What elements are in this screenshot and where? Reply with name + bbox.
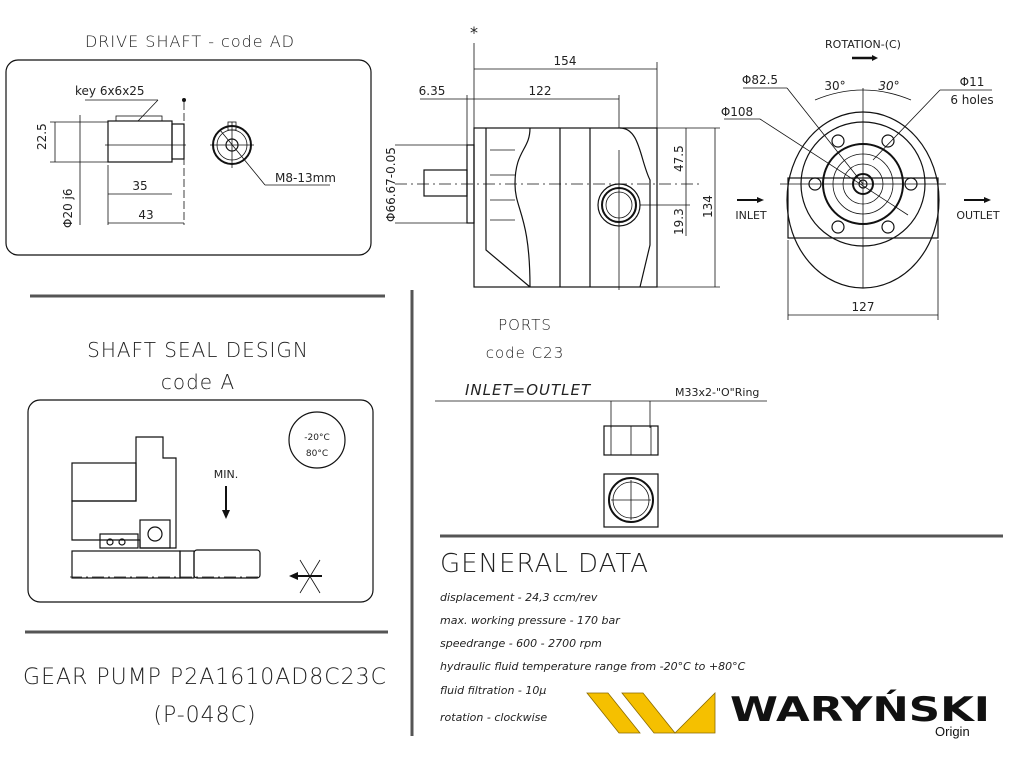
min-arrow-icon [222, 510, 230, 519]
product-name: GEAR PUMP P2A1610AD8C23C [23, 665, 387, 690]
ports-section: PORTS code C23 INLET=OUTLET M33x2-"O"Rin… [435, 316, 767, 528]
dim-35: 35 [132, 179, 147, 193]
general-data-section: GENERAL DATA displacement - 24,3 ccm/rev… [440, 549, 746, 724]
dim-127: 127 [852, 300, 875, 314]
pump-front-view: ROTATION-(C) Φ82.5 Φ108 30° 30° Φ11 6 ho… [721, 38, 1000, 320]
dim-6-35: 6.35 [419, 84, 446, 98]
ports-title: PORTS [498, 316, 552, 334]
angle-right: 30° [878, 79, 899, 93]
pump-side-view: * 154 122 6.35 Φ66.67-0.05 [384, 23, 720, 290]
drive-shaft-frame [5, 59, 372, 256]
port-thread-label: M33x2-"O"Ring [675, 386, 759, 399]
min-label: MIN. [214, 468, 238, 481]
general-data-title: GENERAL DATA [440, 549, 649, 579]
spec-item: fluid filtration - 10µ [440, 684, 546, 697]
temperature-badge [288, 411, 346, 469]
shaft-drawing [50, 98, 330, 225]
holes-count: 6 holes [950, 93, 993, 107]
dim-height: 22.5 [35, 123, 49, 150]
drive-shaft-title: DRIVE SHAFT - code AD [85, 32, 295, 51]
key-label: key 6x6x25 [75, 84, 145, 98]
logo-sub: Origin [935, 724, 970, 739]
spec-item: displacement - 24,3 ccm/rev [440, 591, 598, 604]
dim-flange-diameter: Φ66.67-0.05 [384, 147, 398, 222]
spec-item: hydraulic fluid temperature range from -… [440, 660, 746, 673]
dim-19-3: 19.3 [672, 208, 686, 235]
holes-diameter: Φ11 [960, 75, 985, 89]
dim-108: Φ108 [721, 105, 753, 119]
inlet-label: INLET [735, 209, 767, 222]
waryski-logo: WARYŃSKI Origin [586, 689, 990, 739]
spec-item: speedrange - 600 - 2700 rpm [440, 637, 602, 650]
product-code: (P-048C) [153, 703, 256, 728]
ports-code: code C23 [486, 344, 565, 362]
shaft-seal-section: SHAFT SEAL DESIGN code A MIN. -20°C 80°C [27, 338, 374, 603]
dim-47-5: 47.5 [672, 145, 686, 172]
inlet-outlet-label: INLET=OUTLET [465, 381, 592, 399]
dim-diameter: Φ20 j6 [61, 189, 75, 229]
thread-label: M8-13mm [275, 171, 336, 185]
dim-43: 43 [138, 208, 153, 222]
dim-122: 122 [529, 84, 552, 98]
spec-item: rotation - clockwise [440, 711, 547, 724]
shaft-seal-code: code A [161, 370, 235, 394]
drive-shaft-section: DRIVE SHAFT - code AD [5, 32, 372, 256]
spec-item: max. working pressure - 170 bar [440, 614, 621, 627]
dim-134: 134 [701, 195, 715, 218]
outlet-arrow-icon [984, 197, 991, 203]
dim-82-5: Φ82.5 [742, 73, 778, 87]
inlet-arrow-icon [757, 197, 764, 203]
no-axial-load-icon [289, 559, 322, 594]
shaft-seal-title: SHAFT SEAL DESIGN [87, 338, 309, 362]
temp-low: -20°C [304, 433, 329, 443]
outlet-label: OUTLET [956, 209, 1000, 222]
logo-brand: WARYŃSKI [730, 689, 990, 730]
temp-high: 80°C [306, 449, 328, 459]
angle-left: 30° [824, 79, 845, 93]
logo-mark [586, 692, 641, 734]
rotation-label: ROTATION-(C) [825, 38, 901, 51]
dim-154: 154 [554, 54, 577, 68]
rotation-arrow-icon [872, 55, 878, 61]
datum-mark: * [470, 23, 478, 42]
